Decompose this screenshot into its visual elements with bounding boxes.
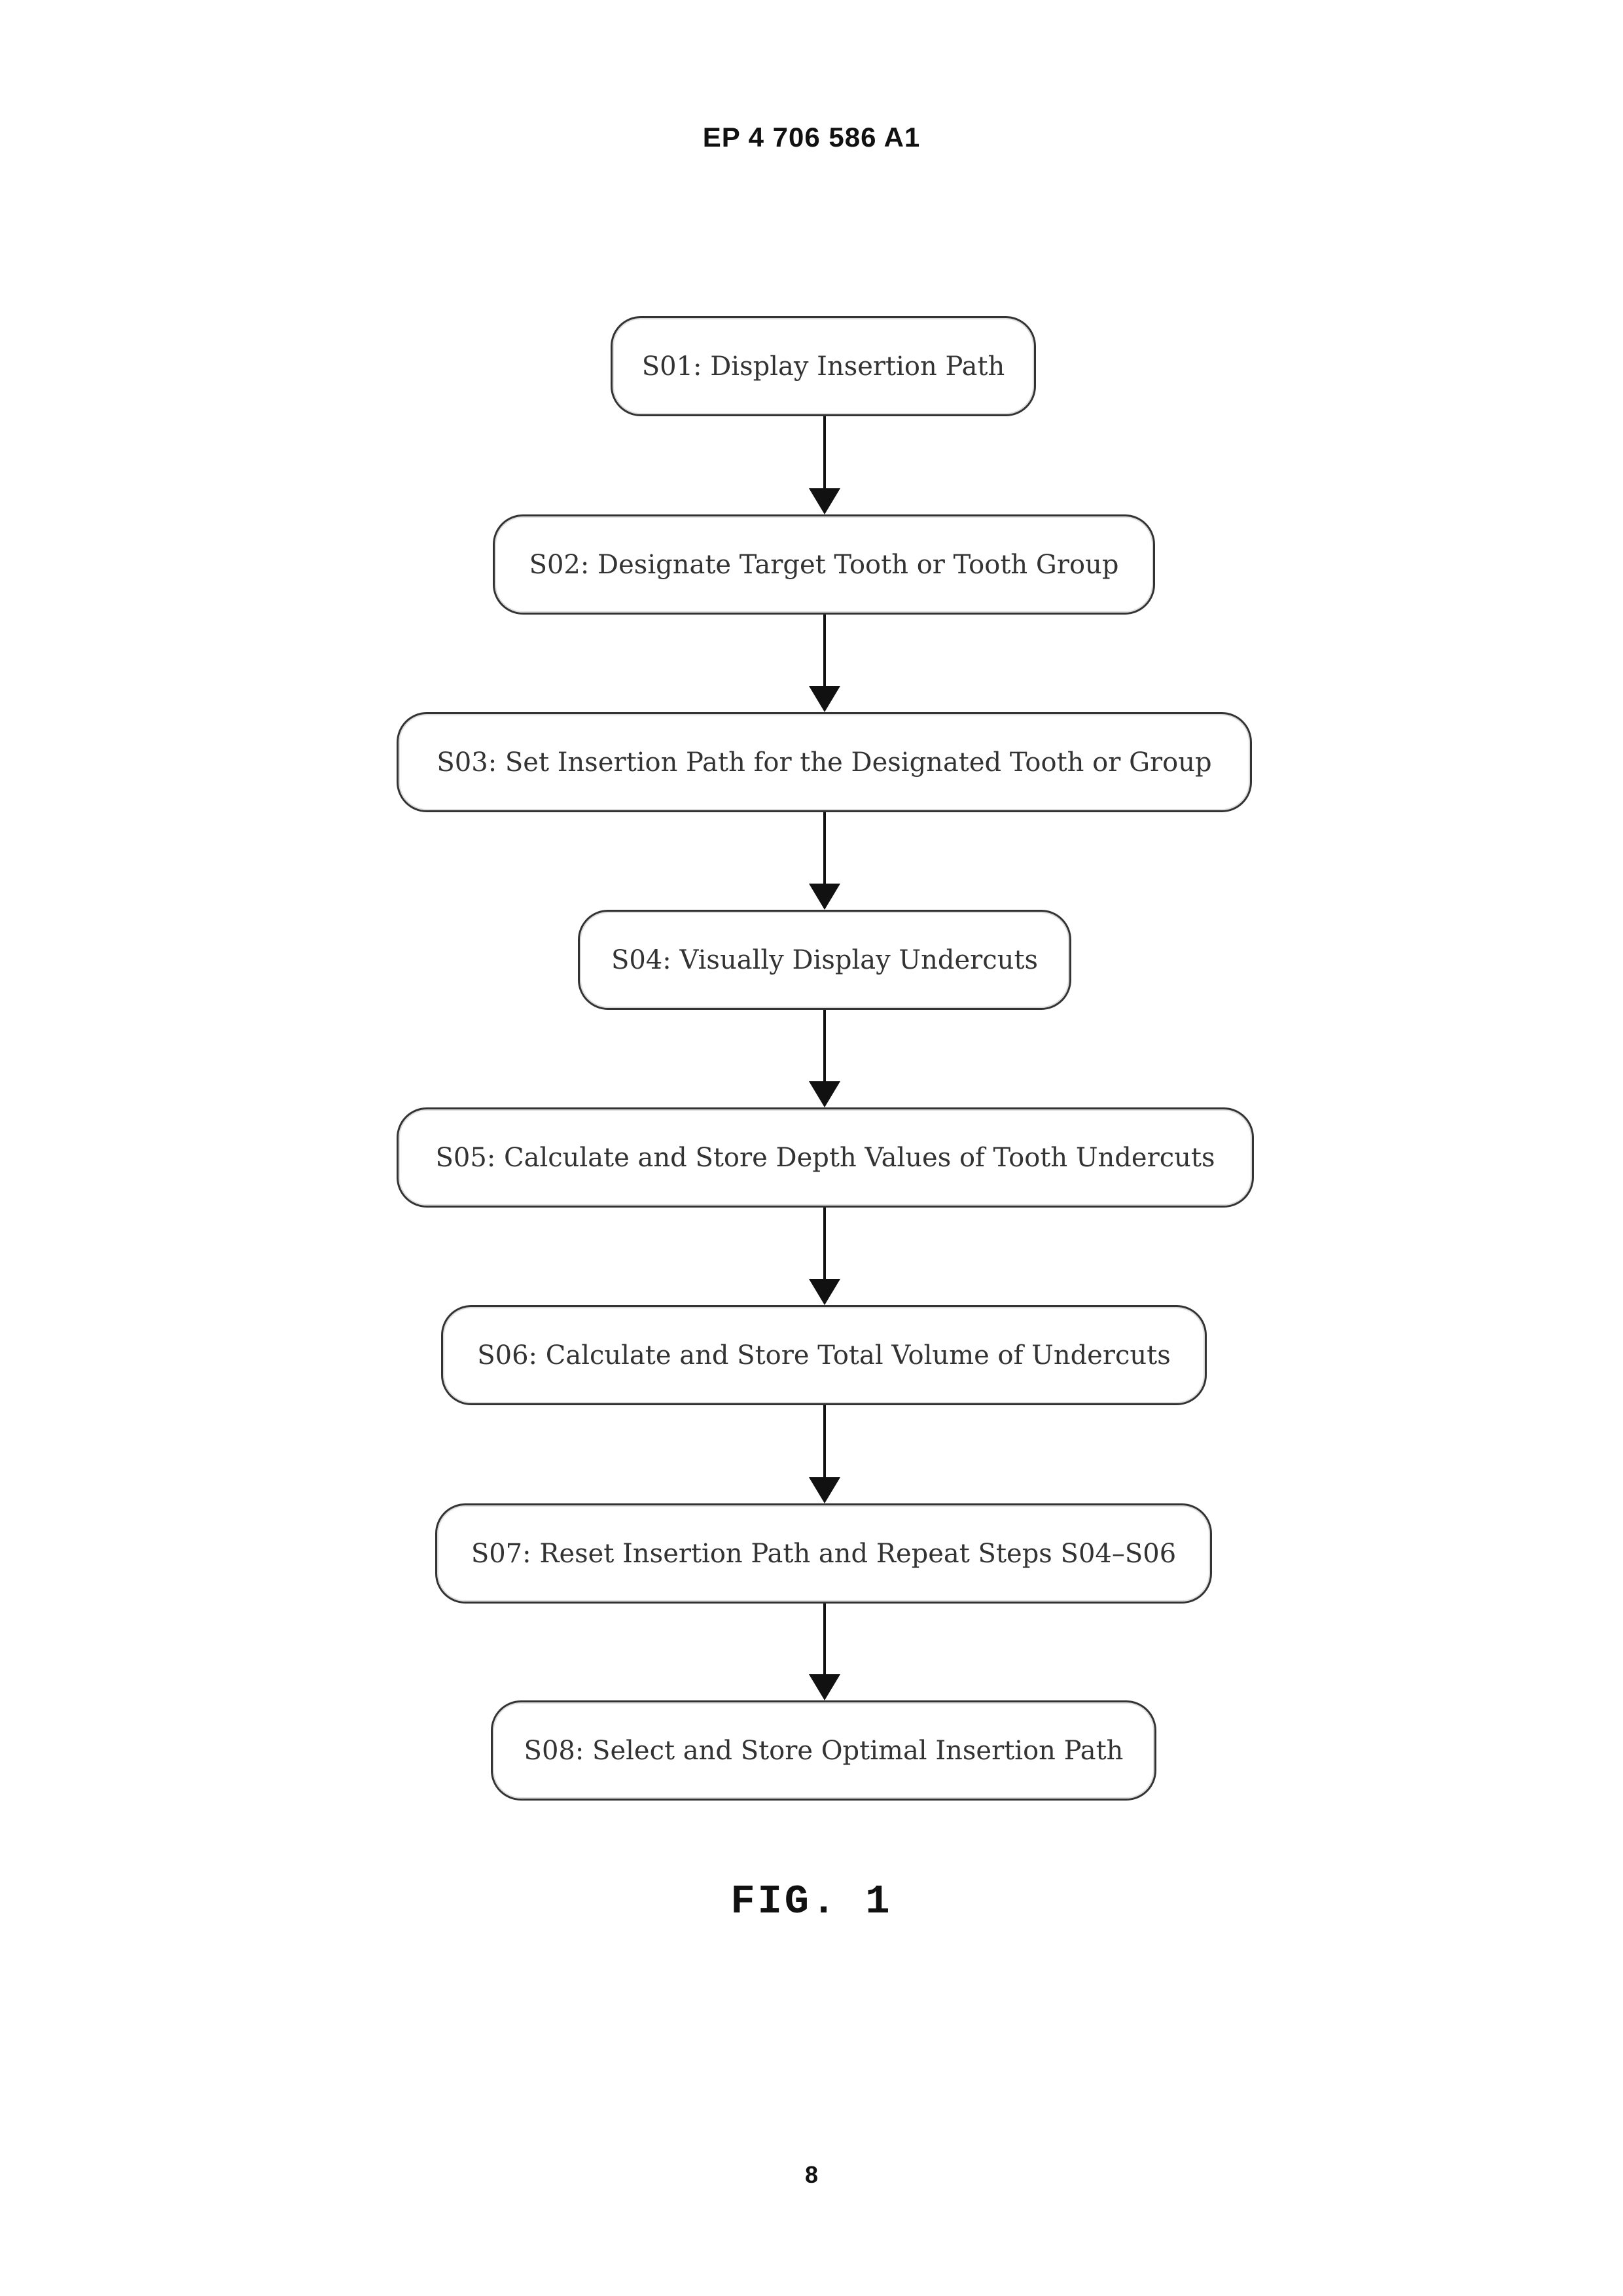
step-s03-label: S03: Set Insertion Path for the Designat… bbox=[437, 747, 1211, 778]
step-s04-label: S04: Visually Display Undercuts bbox=[611, 945, 1038, 975]
step-s04-box: S04: Visually Display Undercuts bbox=[578, 910, 1071, 1010]
step-s05-box: S05: Calculate and Store Depth Values of… bbox=[397, 1107, 1254, 1208]
step-s06-label: S06: Calculate and Store Total Volume of… bbox=[477, 1340, 1171, 1371]
step-s03-box: S03: Set Insertion Path for the Designat… bbox=[397, 712, 1252, 812]
step-s08-label: S08: Select and Store Optimal Insertion … bbox=[524, 1736, 1124, 1766]
step-s06-box: S06: Calculate and Store Total Volume of… bbox=[441, 1305, 1207, 1405]
figure-label: FIG. 1 bbox=[0, 1878, 1623, 1925]
step-s01-label: S01: Display Insertion Path bbox=[642, 351, 1005, 382]
page-number: 8 bbox=[0, 2161, 1623, 2189]
step-s02-label: S02: Designate Target Tooth or Tooth Gro… bbox=[529, 550, 1119, 580]
step-s08-box: S08: Select and Store Optimal Insertion … bbox=[491, 1700, 1156, 1801]
step-s07-box: S07: Reset Insertion Path and Repeat Ste… bbox=[435, 1503, 1212, 1604]
step-s01-box: S01: Display Insertion Path bbox=[611, 316, 1036, 416]
step-s05-label: S05: Calculate and Store Depth Values of… bbox=[436, 1143, 1215, 1173]
step-s07-label: S07: Reset Insertion Path and Repeat Ste… bbox=[471, 1539, 1176, 1569]
step-s02-box: S02: Designate Target Tooth or Tooth Gro… bbox=[493, 514, 1155, 615]
